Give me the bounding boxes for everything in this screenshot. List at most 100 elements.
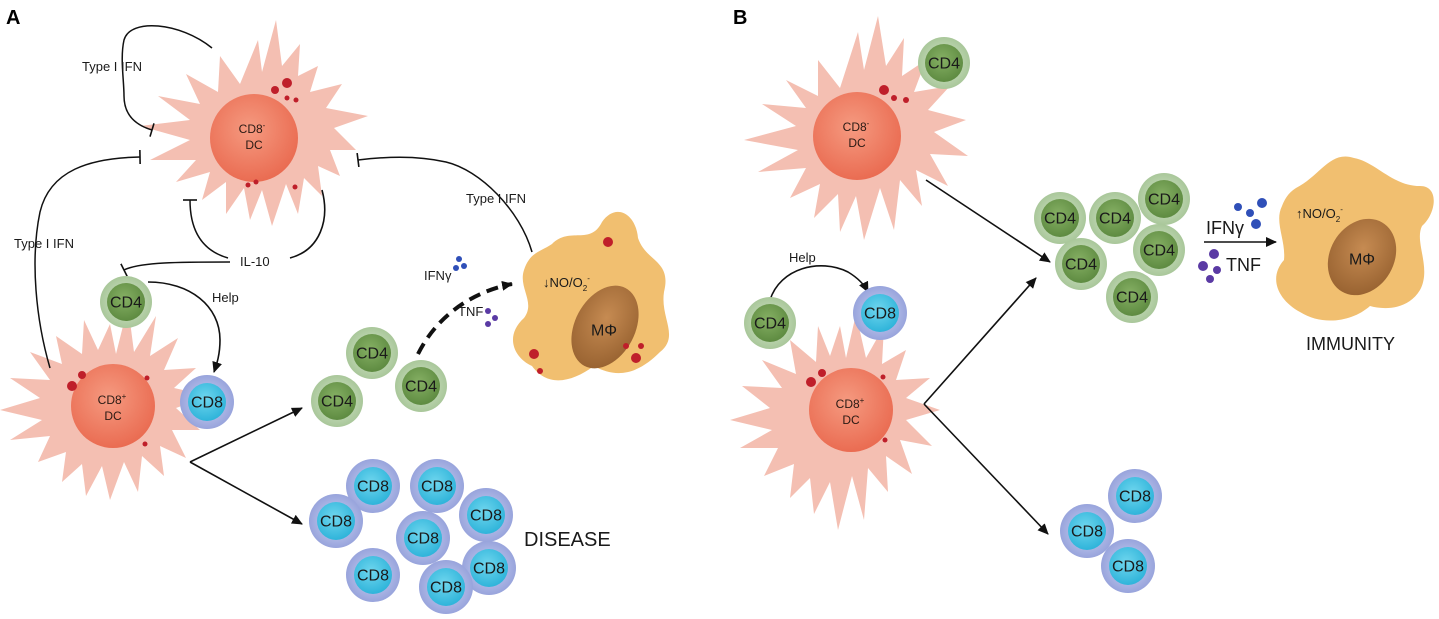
cd4-top-label: CD4	[928, 56, 960, 73]
ifng-dots	[1234, 198, 1267, 229]
cd4-cell: CD4	[311, 375, 363, 427]
cd8-cell-label: CD8	[320, 514, 352, 531]
cd4-cell-label: CD4	[1143, 243, 1175, 260]
macrophage-cell: ↓NO/O2- MΦ	[512, 211, 670, 381]
cd8-cell-label: CD8	[470, 508, 502, 525]
cd4-cell: CD4	[1055, 238, 1107, 290]
cd4-cell-label: CD4	[1099, 211, 1131, 228]
cd8-cell: CD8	[410, 459, 464, 513]
cd4-cell-label: CD4	[1116, 290, 1148, 307]
cd8-cell-label: CD8	[473, 561, 505, 578]
no-up-arrow: ↑	[1296, 206, 1303, 221]
cd4-help-label: CD4	[110, 295, 142, 312]
cd8-cell-label: CD8	[357, 479, 389, 496]
cd8-cell-label: CD8	[1071, 524, 1103, 541]
cd8neg-dc-label2: DC	[848, 136, 866, 150]
cd8neg-dc-label: CD8	[239, 122, 263, 136]
svg-text:↑NO/O2-: ↑NO/O2-	[1296, 205, 1343, 224]
cd8-cell-label: CD8	[421, 479, 453, 496]
macrophage-label: MΦ	[591, 323, 617, 340]
arrow-cd8neg-to-cd4	[925, 179, 1051, 263]
cd8-help-label: CD8	[191, 395, 223, 412]
cd8pos-dc-label2: DC	[842, 413, 860, 427]
cd4-cell: CD4	[1034, 192, 1086, 244]
weak-activation-arrow	[416, 280, 513, 355]
panel-label-a: A	[6, 7, 20, 29]
help-arrow	[769, 265, 869, 301]
no-label-sub: 2	[583, 284, 588, 293]
cd4-cell-label: CD4	[321, 394, 353, 411]
cd8neg-dc-sup: -	[867, 119, 870, 128]
svg-text:CD8-: CD8-	[239, 121, 266, 136]
svg-text:CD8+: CD8+	[98, 392, 127, 407]
cd8-cell-label: CD8	[1119, 489, 1151, 506]
cd8-pos-dc-cell: CD8+ DC	[730, 314, 940, 530]
cd8-neg-dc-cell: CD8- DC	[744, 16, 968, 240]
cd4-cell-label: CD4	[405, 379, 437, 396]
il10-label: IL-10	[240, 254, 270, 269]
no-label-sup: -	[587, 274, 590, 283]
ifng-label: IFNγ	[424, 268, 452, 283]
cd8-neg-dc-cell: CD8- DC	[140, 20, 368, 226]
macrophage-cell: ↑NO/O2- MΦ	[1276, 156, 1434, 321]
arrow-cd8pos-to-cd4	[923, 277, 1037, 405]
cd8pos-dc-label: CD8	[98, 393, 122, 407]
il10-source-curve	[289, 189, 326, 259]
no-down-arrow: ↓	[543, 275, 550, 290]
cd4-cell: CD4	[1106, 271, 1158, 323]
help-label: Help	[789, 250, 816, 265]
help-label: Help	[212, 290, 239, 305]
cd8-cell-label: CD8	[1112, 559, 1144, 576]
cd8-cell: CD8	[396, 511, 450, 565]
cd4-cell: CD4	[1138, 173, 1190, 225]
type1-ifn-top-label: Type I IFN	[82, 59, 142, 74]
tnf-label: TNF	[458, 304, 483, 319]
cd4-cell-label: CD4	[1148, 192, 1180, 209]
branch-arrow-cd8	[189, 461, 303, 525]
panel-a: CD8- DC CD8+ DC Type I IFN Type I IFN IL…	[0, 20, 670, 614]
cd4-cell: CD4	[395, 360, 447, 412]
cd8neg-dc-label2: DC	[245, 138, 263, 152]
cd8-cell: CD8	[346, 459, 400, 513]
type1-ifn-mac-inhibition	[356, 152, 533, 253]
cd8-cell-label: CD8	[357, 568, 389, 585]
cd8-cell: CD8	[1108, 469, 1162, 523]
ifng-dots	[453, 256, 467, 271]
outcome-disease: DISEASE	[524, 529, 611, 551]
ifng-label: IFNγ	[1206, 218, 1244, 238]
cd8-cell: CD8	[462, 541, 516, 595]
cd8pos-dc-sup: +	[122, 392, 127, 401]
cd4-cell-top: CD4	[918, 37, 970, 89]
svg-text:CD8-: CD8-	[843, 119, 870, 134]
cd8-cell-help: CD8	[853, 286, 907, 340]
cd8-cell: CD8	[419, 560, 473, 614]
macrophage-label: MΦ	[1349, 252, 1375, 269]
tnf-dots	[1198, 249, 1221, 283]
il10-inhibition-dc	[182, 199, 229, 259]
no-label: NO/O	[1303, 206, 1336, 221]
cd8neg-dc-label: CD8	[843, 120, 867, 134]
type1-ifn-left-inhibition	[34, 149, 141, 369]
cd8pos-dc-label: CD8	[836, 397, 860, 411]
cd4-cell: CD4	[346, 327, 398, 379]
cd4-cell: CD4	[1089, 192, 1141, 244]
type1-ifn-mac-label: Type I IFN	[466, 191, 526, 206]
cd8-cell: CD8	[346, 548, 400, 602]
outcome-immunity: IMMUNITY	[1306, 334, 1395, 354]
cd8-cell: CD8	[459, 488, 513, 542]
cd8-cell-help: CD8	[180, 375, 234, 429]
type1-ifn-left-label: Type I IFN	[14, 236, 74, 251]
cd4-cell-label: CD4	[1065, 257, 1097, 274]
branch-arrow-cd4	[189, 407, 303, 463]
arrow-cd8pos-to-cd8	[923, 403, 1049, 535]
cd4-cell-help: CD4	[100, 276, 152, 328]
panel-label-b: B	[733, 7, 747, 29]
cd8-cell-label: CD8	[407, 531, 439, 548]
svg-text:↓NO/O2-: ↓NO/O2-	[543, 274, 590, 293]
cd8-help-label: CD8	[864, 306, 896, 323]
cd8-cell: CD8	[1060, 504, 1114, 558]
cd8-cell: CD8	[309, 494, 363, 548]
cd4-cell-label: CD4	[356, 346, 388, 363]
cd8-cell-label: CD8	[430, 580, 462, 597]
